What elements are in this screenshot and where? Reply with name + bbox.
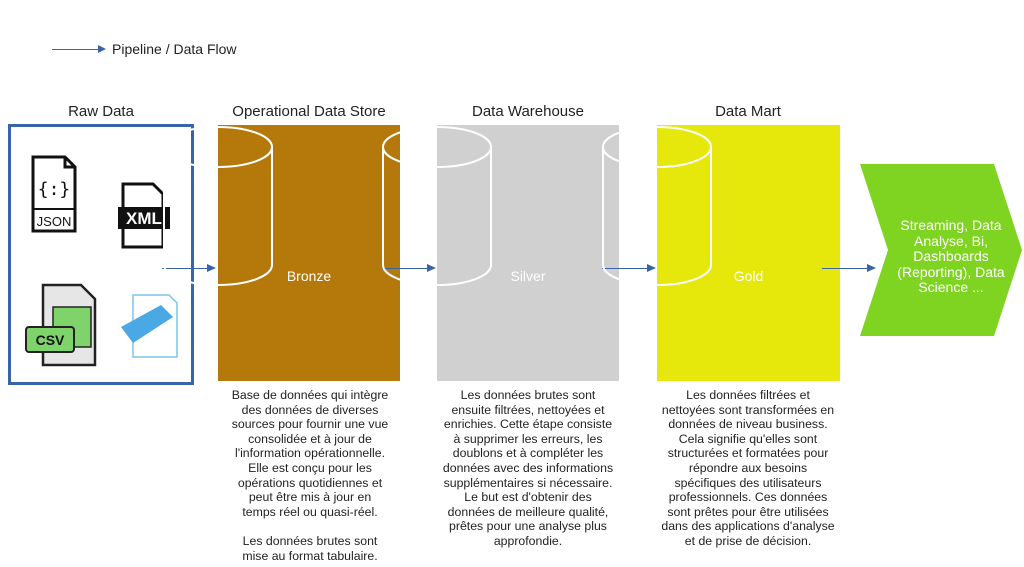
- bronze-box: Bronze: [163, 125, 400, 381]
- gold-box: Gold: [602, 125, 840, 381]
- bronze-label: Bronze: [286, 268, 332, 284]
- database-cylinder-icon: [602, 126, 712, 286]
- parquet-file-icon: [121, 294, 178, 358]
- database-cylinder-icon: [382, 126, 492, 286]
- raw-data-title: Raw Data: [68, 103, 134, 120]
- flow-arrow-ods-to-dw: [382, 264, 436, 272]
- legend-arrow-icon: [98, 45, 106, 53]
- ods-description: Base de données qui intègre des données …: [231, 388, 389, 563]
- database-cylinder-icon: [163, 126, 273, 286]
- flow-arrow-dw-to-dm: [602, 264, 656, 272]
- svg-text:{:}: {:}: [38, 179, 71, 200]
- raw-files-icons: {:} JSON XML CSV: [25, 155, 178, 367]
- dm-description: Les données filtrées et nettoyées sont t…: [661, 388, 835, 548]
- xml-file-icon: XML: [118, 182, 170, 249]
- csv-file-icon: CSV: [25, 283, 97, 367]
- legend-label: Pipeline / Data Flow: [112, 41, 237, 57]
- svg-text:CSV: CSV: [36, 332, 65, 348]
- output-description: Streaming, Data Analyse, Bi, Dashboards …: [897, 217, 1005, 295]
- ods-title: Operational Data Store: [232, 103, 386, 120]
- svg-text:JSON: JSON: [37, 214, 72, 229]
- dw-description: Les données brutes sont ensuite filtrées…: [442, 388, 614, 548]
- legend-arrow-line: [52, 49, 100, 50]
- gold-label: Gold: [733, 268, 764, 284]
- output-chevron-shape: [860, 164, 1022, 336]
- json-file-icon: {:} JSON: [31, 155, 77, 233]
- raw-data-box: {:} JSON XML CSV: [8, 124, 194, 385]
- dw-title: Data Warehouse: [471, 103, 584, 120]
- dm-title: Data Mart: [715, 103, 781, 120]
- svg-text:XML: XML: [126, 209, 162, 228]
- silver-box: Silver: [382, 125, 619, 381]
- flow-arrow-raw-to-ods: [162, 264, 216, 272]
- flow-arrow-dm-to-output: [822, 264, 876, 272]
- silver-label: Silver: [510, 268, 546, 284]
